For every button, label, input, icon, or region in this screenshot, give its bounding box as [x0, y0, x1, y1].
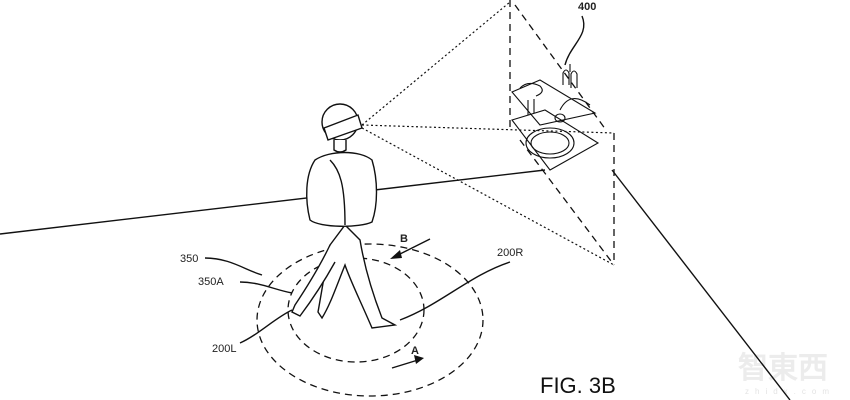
figure-title: FIG. 3B: [540, 373, 616, 398]
leader-line-350: [204, 257, 263, 276]
virtual-display-frustum: [361, 0, 615, 266]
floor-edge-line: [0, 169, 546, 235]
leader-line-200l: [239, 309, 293, 344]
arrow-a: [391, 355, 424, 369]
outer-circle-350: [256, 243, 484, 397]
leader-line-400: [564, 15, 585, 66]
arrow-b: [390, 238, 431, 259]
leader-line-350a: [239, 281, 293, 294]
virtual-scene-image: [511, 64, 600, 171]
label-200r: 200R: [497, 247, 523, 259]
watermark-url: zhidx.com: [745, 387, 835, 396]
leader-line-200r: [399, 261, 511, 321]
watermark-logo: 智東西: [738, 352, 828, 385]
user-figure: [291, 103, 398, 329]
label-350a: 350A: [198, 276, 224, 288]
label-400: 400: [578, 1, 596, 13]
wall-edge-line: [611, 169, 791, 400]
label-a: A: [411, 345, 419, 357]
label-200l: 200L: [212, 343, 236, 355]
inner-circle-350A: [287, 257, 425, 363]
label-350: 350: [180, 253, 198, 265]
label-b: B: [400, 233, 408, 245]
